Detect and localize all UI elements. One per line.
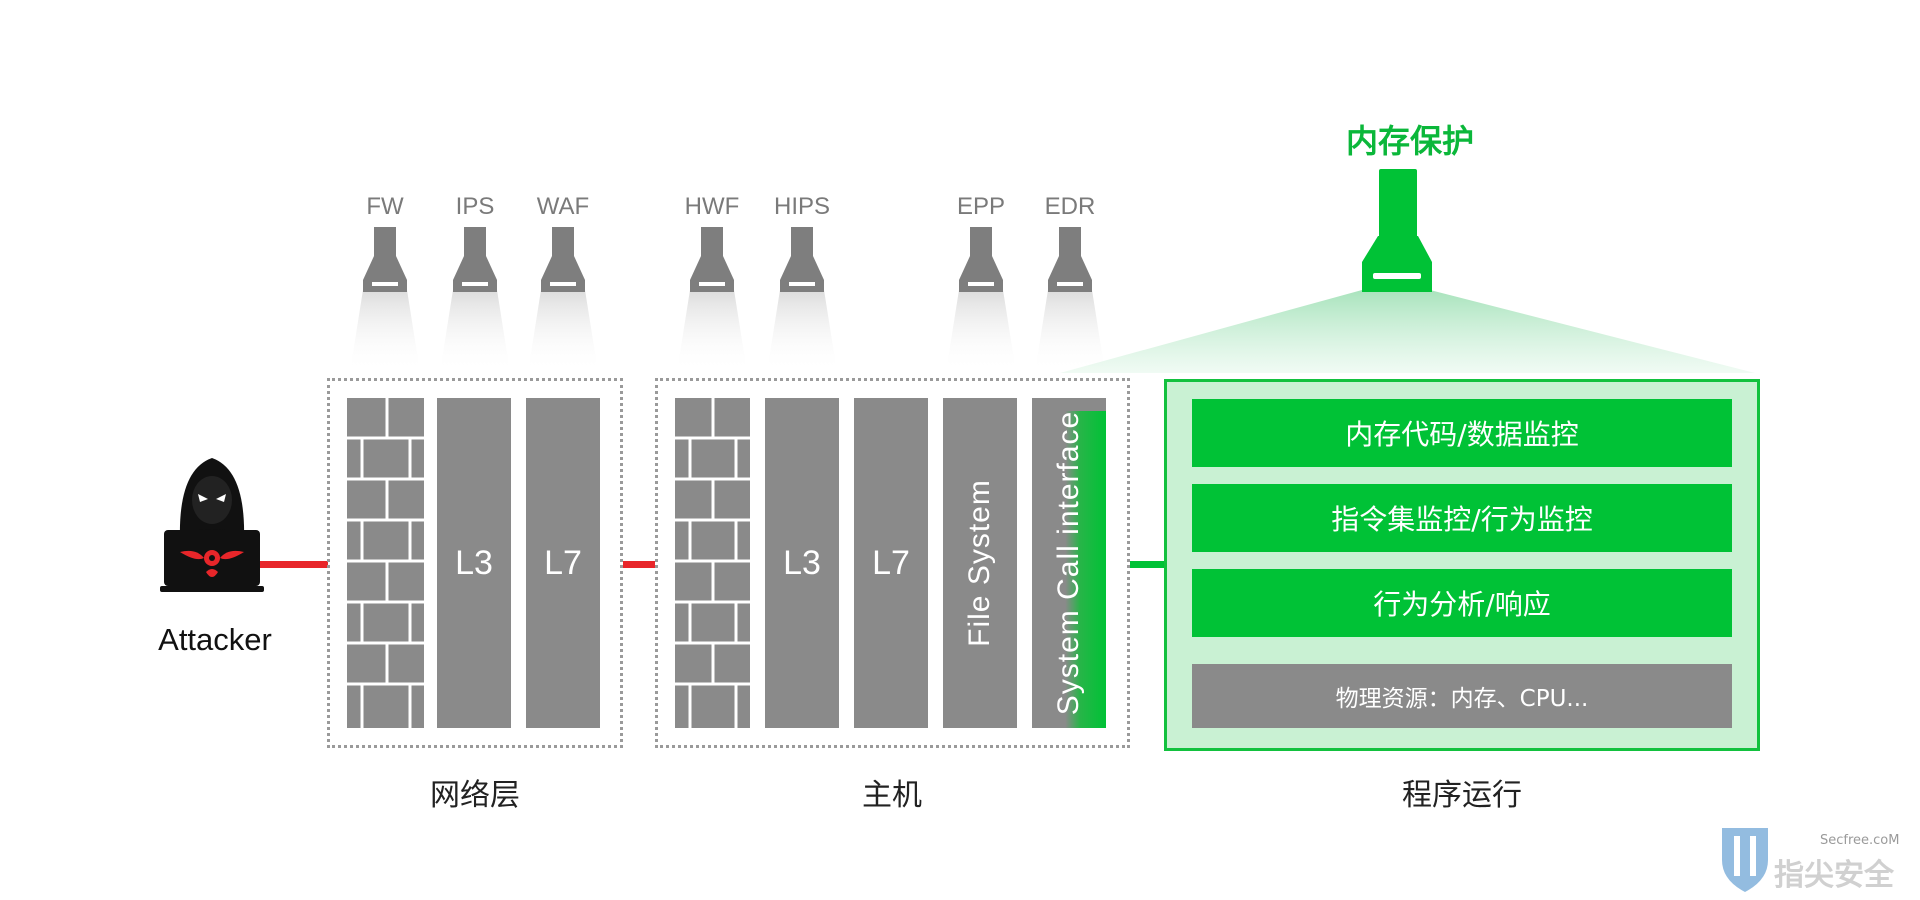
lamp-icon-edr [1048,227,1092,292]
host-l3-label: L3 [783,543,821,582]
host-runtime-connector [1130,561,1164,568]
network-layer-box [327,378,623,748]
lamp-icon-epp [959,227,1003,292]
attacker-label: Attacker [158,622,272,657]
shield-logo-icon [1722,828,1768,892]
lamp-icon-waf [541,227,585,292]
watermark-brand: 指尖安全 [1774,858,1894,893]
network-host-connector [623,561,655,568]
memory-protection-lamp-icon [1362,169,1432,292]
lamp-label-edr: EDR [1044,193,1096,220]
network-l3-column: L3 [437,398,511,728]
runtime-row-instruction-monitor: 指令集监控/行为监控 [1192,484,1732,552]
lamp-label-ips: IPS [455,193,495,220]
lamp-label-fw: FW [366,193,404,220]
watermark-site: Secfree.coM [1820,833,1900,848]
runtime-row-memory-monitor: 内存代码/数据监控 [1192,399,1732,467]
network-l7-label: L7 [544,543,582,582]
network-brick-wall [347,398,424,728]
lamp-icon-hips [780,227,824,292]
host-brick-wall [675,398,750,728]
system-call-interface-column: System Call interface [1032,398,1106,728]
host-l7-column: L7 [854,398,928,728]
hacker-icon [160,458,264,592]
system-call-interface-label: System Call interface [1052,410,1085,716]
lamp-icon-hwf [690,227,734,292]
attacker-connector [258,561,328,568]
lamp-label-epp: EPP [956,193,1006,220]
memory-protection-beam [1060,290,1755,373]
spotlight-beams [350,290,1105,372]
lamp-icon-ips [453,227,497,292]
gray-lamps [363,227,1092,292]
lamp-label-waf: WAF [536,193,590,220]
network-l3-label: L3 [455,543,493,582]
lamp-icon-fw [363,227,407,292]
lamp-label-hwf: HWF [684,193,740,220]
runtime-label: 程序运行 [1402,778,1522,813]
network-l7-column: L7 [526,398,600,728]
runtime-row-physical-resources: 物理资源：内存、CPU... [1192,664,1732,728]
host-label: 主机 [862,778,922,813]
runtime-row-behavior-analysis: 行为分析/响应 [1192,569,1732,637]
file-system-label: File System [963,479,997,647]
network-layer-label: 网络层 [430,778,520,813]
host-box [655,378,1130,748]
file-system-column: File System [943,398,1017,728]
lamp-label-hips: HIPS [773,193,830,220]
host-l7-label: L7 [872,543,910,582]
memory-protection-title: 内存保护 [1345,122,1474,160]
host-l3-column: L3 [765,398,839,728]
